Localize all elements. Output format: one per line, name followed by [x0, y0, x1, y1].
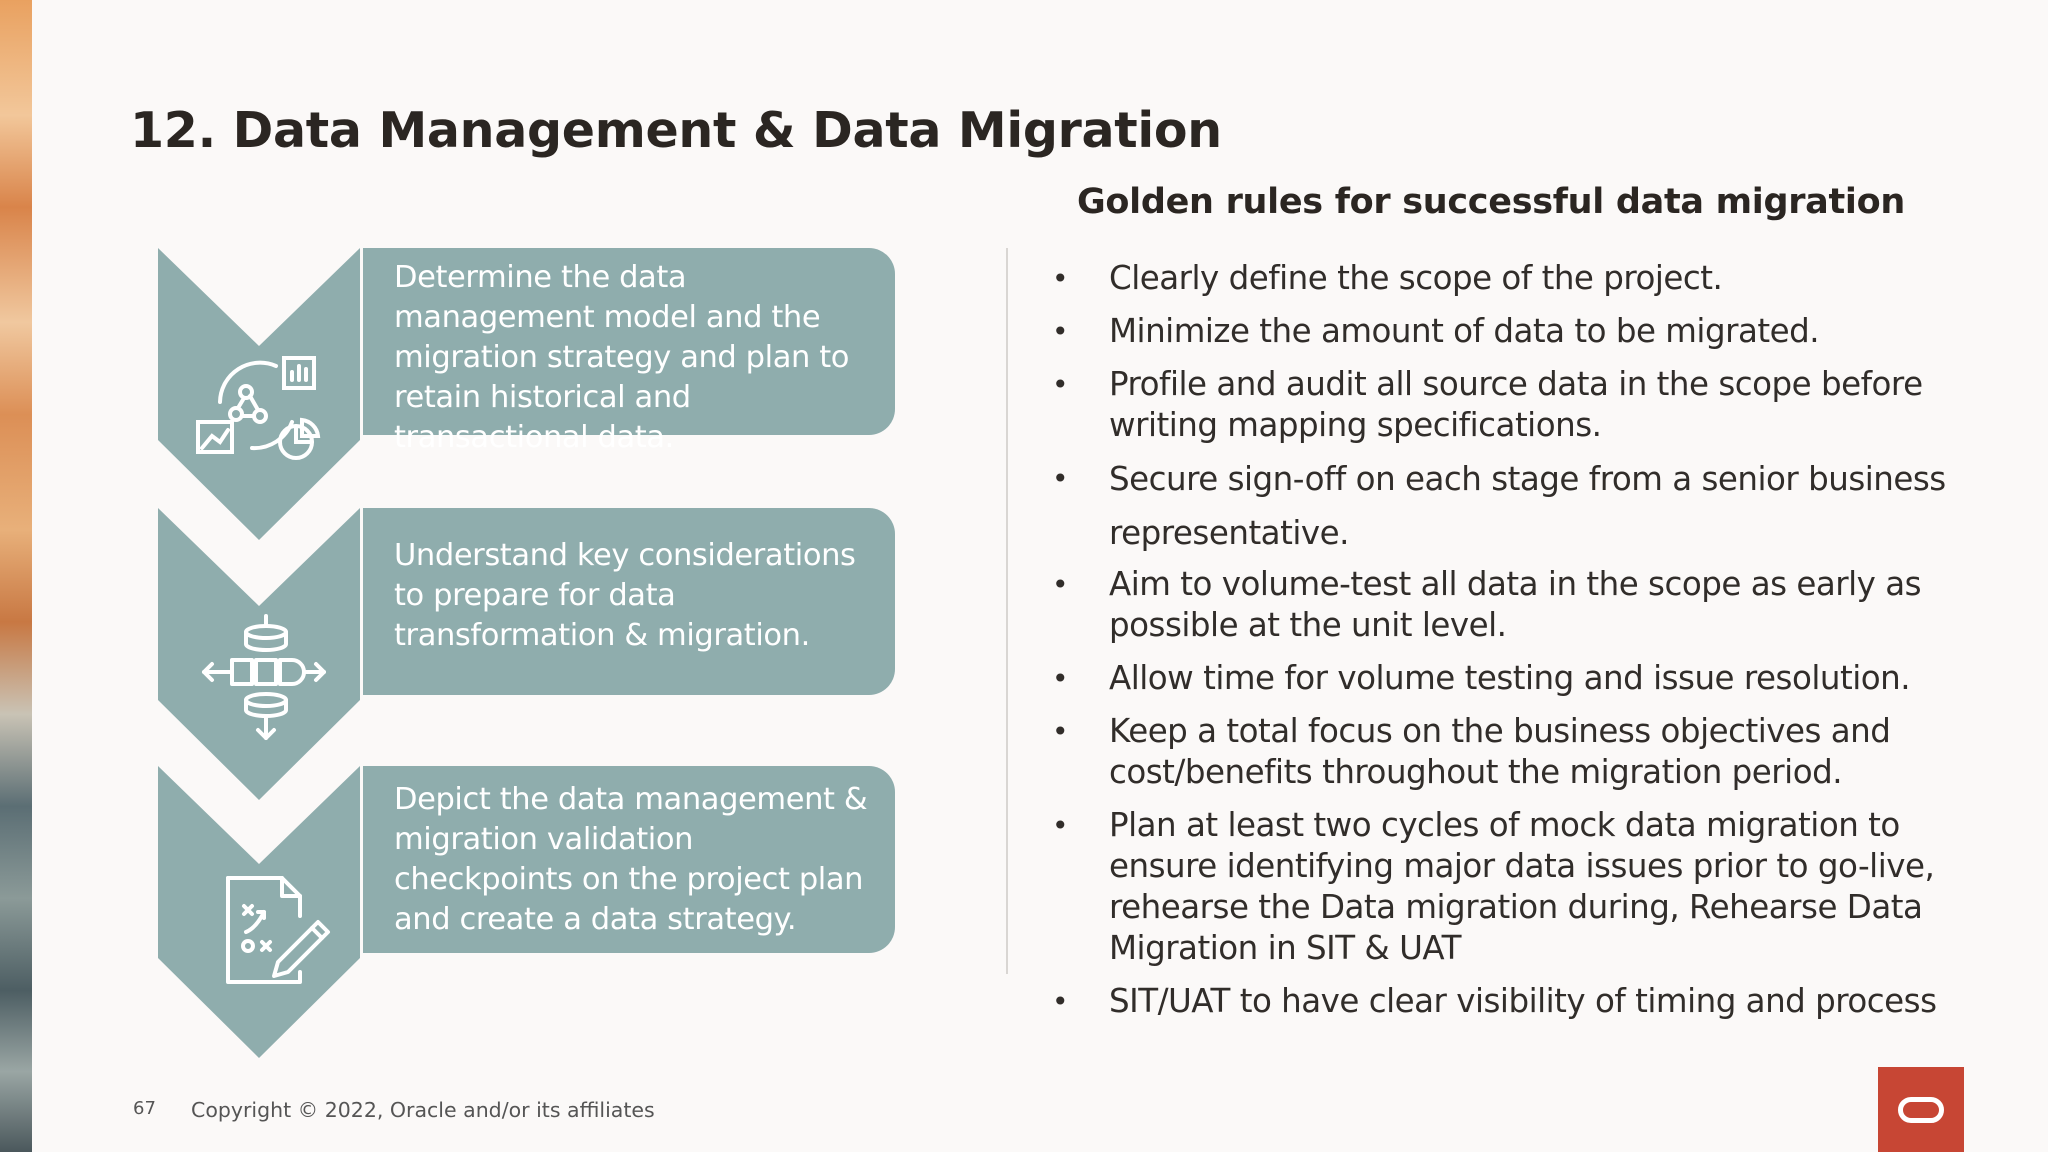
step-1-chevron [158, 248, 360, 540]
step-3: Depict the data management & migration v… [158, 766, 938, 1058]
bullet-icon: • [1051, 568, 1069, 601]
oracle-ring-icon [1898, 1097, 1944, 1123]
step-2-box [363, 508, 895, 695]
step-2-chevron [158, 508, 360, 800]
bullet-icon: • [1051, 715, 1069, 748]
rule-text: Plan at least two cycles of mock data mi… [1109, 806, 1935, 967]
rule-item: • Clearly define the scope of the project… [1050, 258, 2000, 299]
rule-item: • SIT/UAT to have clear visibility of tim… [1050, 981, 2000, 1022]
decorative-edge-artwork [0, 0, 32, 1152]
bullet-icon: • [1051, 809, 1069, 842]
bullet-icon: • [1051, 262, 1069, 295]
bullet-icon: • [1051, 315, 1069, 348]
rule-item: • Profile and audit all source data in th… [1050, 364, 2000, 446]
rule-text: Aim to volume-test all data in the scope… [1109, 565, 1922, 644]
rule-item: • Minimize the amount of data to be migra… [1050, 311, 2000, 352]
rule-text: SIT/UAT to have clear visibility of timi… [1109, 982, 1937, 1020]
oracle-logo-icon [1878, 1067, 1964, 1152]
rule-text: Keep a total focus on the business objec… [1109, 712, 1891, 791]
copyright-text: Copyright © 2022, Oracle and/or its affi… [191, 1098, 655, 1122]
rule-text: Allow time for volume testing and issue … [1109, 659, 1911, 697]
bullet-icon: • [1051, 462, 1069, 495]
column-divider [1006, 248, 1008, 974]
rule-item: • Aim to volume-test all data in the scop… [1050, 564, 2000, 646]
step-1-text: Determine the data management model and … [394, 260, 850, 455]
bullet-icon: • [1051, 662, 1069, 695]
step-2-text: Understand key considerations to prepare… [394, 538, 856, 653]
step-1: Determine the data management model and … [158, 248, 938, 540]
bullet-icon: • [1051, 368, 1069, 401]
rules-heading: Golden rules for successful data migrati… [1077, 182, 1905, 222]
slide-title: 12. Data Management & Data Migration [130, 102, 1222, 159]
page-number: 67 [133, 1098, 156, 1119]
rule-text: Secure sign-off on each stage from a sen… [1109, 460, 1946, 552]
step-3-box [363, 766, 895, 953]
rule-item: • Secure sign-off on each stage from a se… [1050, 452, 2000, 560]
rule-item: • Allow time for volume testing and issue… [1050, 658, 2000, 699]
data-flow-icon [202, 614, 326, 740]
golden-rules-list: • Clearly define the scope of the project… [1050, 258, 2000, 1022]
rule-text: Profile and audit all source data in the… [1109, 365, 1923, 444]
rule-item: • Plan at least two cycles of mock data m… [1050, 805, 2000, 969]
rule-text: Minimize the amount of data to be migrat… [1109, 312, 1820, 350]
strategy-document-icon [226, 876, 330, 984]
rule-item: • Keep a total focus on the business obje… [1050, 711, 2000, 793]
step-1-box [363, 248, 895, 435]
rule-text: Clearly define the scope of the project. [1109, 259, 1723, 297]
step-2: Understand key considerations to prepare… [158, 508, 938, 800]
step-3-text: Depict the data management & migration v… [394, 782, 868, 937]
data-analytics-icon [196, 356, 321, 460]
bullet-icon: • [1051, 985, 1069, 1018]
